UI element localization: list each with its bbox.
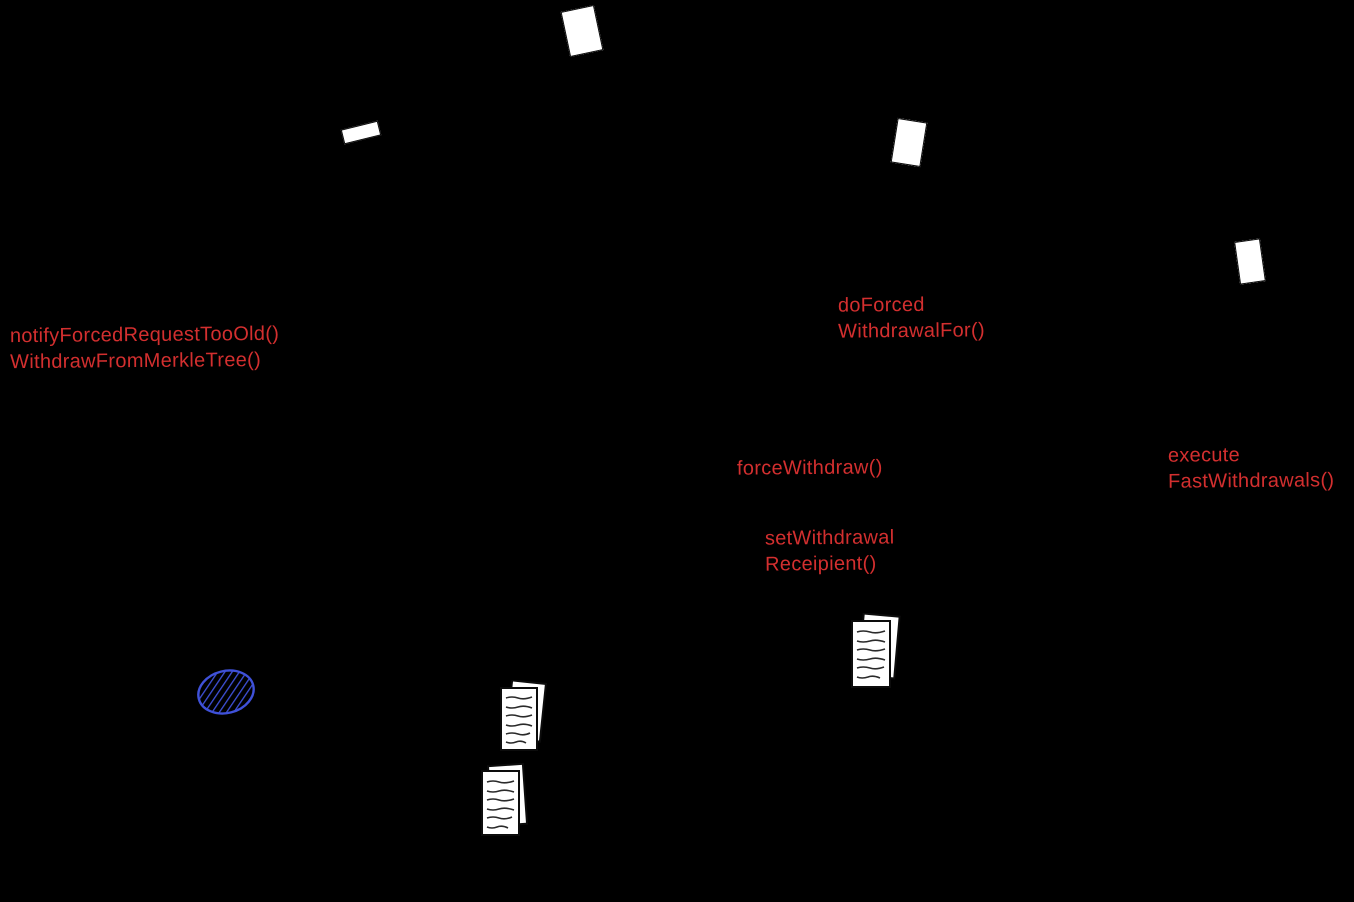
paper-icon bbox=[1234, 238, 1266, 285]
label-set-withdrawal-receipient: setWithdrawal Receipient() bbox=[764, 526, 895, 576]
paper-icon bbox=[890, 117, 928, 168]
label-do-forced-withdrawal-for: doForced WithdrawalFor() bbox=[837, 293, 985, 343]
label-force-withdraw: forceWithdraw() bbox=[736, 456, 883, 480]
document-stack-icon bbox=[845, 612, 905, 700]
paper-icon bbox=[340, 120, 382, 145]
document-stack-icon bbox=[475, 762, 533, 848]
label-notify-forced-request-too-old: notifyForcedRequestTooOld() WithdrawFrom… bbox=[9, 322, 280, 374]
document-stack-icon bbox=[495, 679, 551, 763]
scribble-ellipse-icon bbox=[192, 665, 264, 728]
label-execute-fast-withdrawals: execute FastWithdrawals() bbox=[1167, 444, 1335, 493]
paper-icon bbox=[560, 4, 604, 58]
